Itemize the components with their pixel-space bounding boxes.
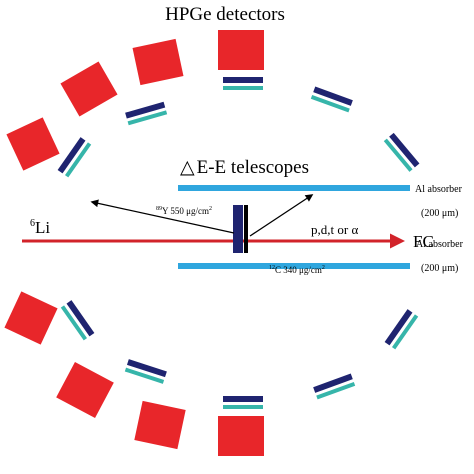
y-target-foil bbox=[233, 205, 243, 253]
bottom-al-absorber bbox=[178, 263, 410, 269]
forward-ejectile-arrow bbox=[249, 194, 314, 237]
hpge-detector bbox=[6, 117, 60, 171]
telescope-pair bbox=[384, 309, 419, 350]
telescope-pair bbox=[313, 373, 356, 400]
hpge-detector-array bbox=[4, 30, 264, 456]
bottom-absorber-label: Al absorber bbox=[416, 239, 464, 250]
top-al-absorber bbox=[178, 185, 410, 191]
telescope-pair bbox=[223, 77, 263, 90]
telescope-pair-array bbox=[57, 77, 420, 409]
diagram-title: HPGe detectors bbox=[165, 4, 285, 25]
bottom-absorber-thickness: (200 μm) bbox=[421, 263, 458, 274]
top-absorber-thickness: (200 μm) bbox=[421, 208, 458, 219]
hpge-detector bbox=[218, 416, 264, 456]
ejectiles-label: p,d,t or α bbox=[311, 222, 358, 237]
hpge-detector bbox=[56, 362, 114, 418]
faraday-cup-label: FC bbox=[413, 232, 434, 251]
telescope-pair bbox=[57, 137, 92, 178]
telescope-pair bbox=[310, 86, 353, 113]
c-target-label: 12C 340 μg/cm2 bbox=[269, 265, 325, 275]
telescope-pair bbox=[125, 101, 168, 126]
top-absorber-label: Al absorber bbox=[415, 184, 463, 195]
c-target-foil bbox=[244, 205, 248, 253]
backward-ejectile-arrow bbox=[90, 199, 235, 234]
beam-particle-label: 6Li bbox=[30, 218, 50, 237]
hpge-detector bbox=[4, 291, 58, 345]
telescope-pair bbox=[60, 300, 95, 341]
hpge-detector bbox=[134, 400, 186, 450]
hpge-detector bbox=[218, 30, 264, 70]
telescope-pair bbox=[223, 396, 263, 409]
telescope-pair bbox=[383, 132, 420, 172]
hpge-detector bbox=[60, 61, 118, 117]
hpge-detector bbox=[132, 38, 184, 86]
telescope-pair bbox=[124, 359, 167, 384]
y-target-label: 89Y 550 μg/cm2 bbox=[156, 206, 212, 216]
telescopes-label: △E-E telescopes bbox=[180, 157, 309, 178]
